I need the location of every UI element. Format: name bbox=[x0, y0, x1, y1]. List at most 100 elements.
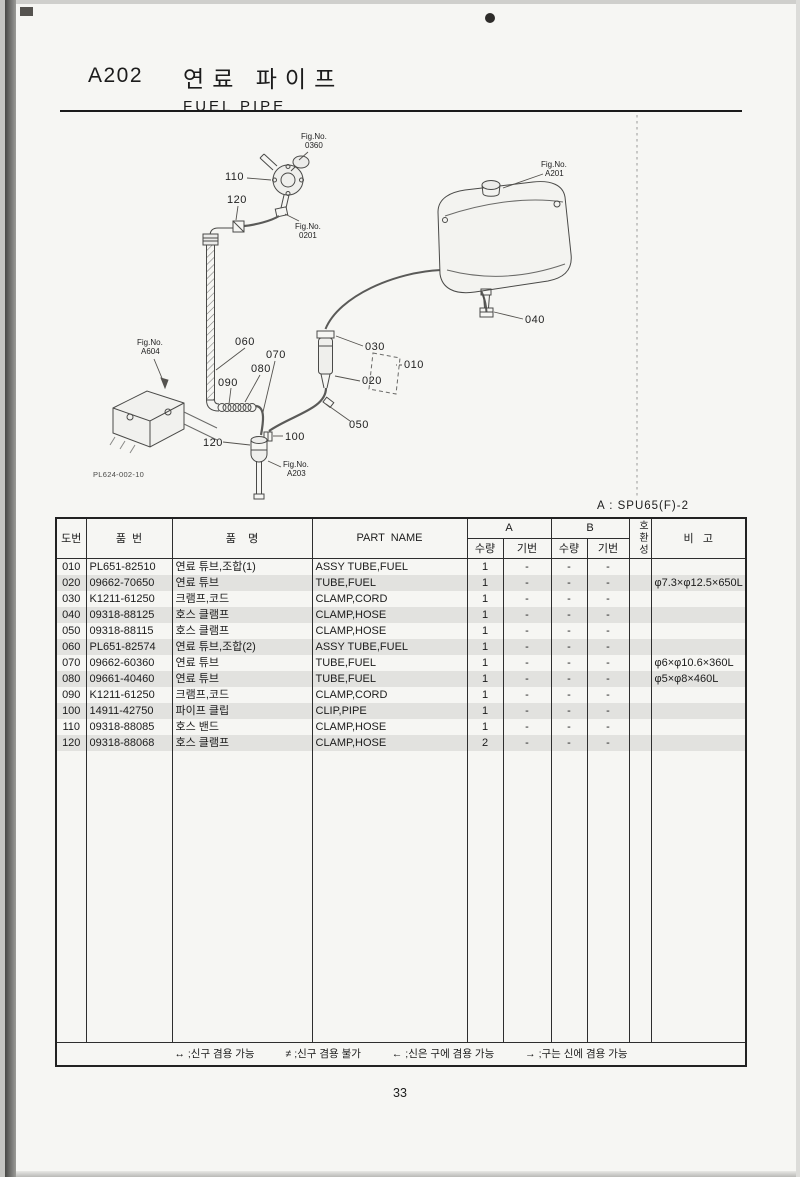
cell-b_serial: - bbox=[586, 558, 630, 575]
scan-edge-right bbox=[796, 0, 800, 1177]
cell-a_serial: - bbox=[502, 590, 552, 607]
cell-compat bbox=[628, 606, 652, 623]
legend-item-old-to-new: → ;구는 신에 겸용 가능 bbox=[525, 1048, 628, 1060]
cell-no: 100 bbox=[55, 702, 87, 719]
cell-part_name: ASSY TUBE,FUEL bbox=[311, 638, 468, 655]
header-rule bbox=[60, 110, 742, 112]
cell-remark bbox=[650, 718, 747, 735]
cell-a_qty: 1 bbox=[466, 702, 504, 719]
page-header: A202 연료 파이프 FUEL PIPE bbox=[88, 60, 343, 115]
cell-compat bbox=[628, 734, 652, 751]
legend-item-neither: ≠ ;신구 겸용 불가 bbox=[285, 1048, 361, 1060]
cell-no: 070 bbox=[55, 654, 87, 671]
cell-no: 010 bbox=[55, 558, 87, 575]
col-header-compat-text: 호환성 bbox=[636, 520, 648, 557]
cell-no: 120 bbox=[55, 734, 87, 751]
cell-b_qty: - bbox=[550, 638, 588, 655]
cell-a_qty: 1 bbox=[466, 686, 504, 703]
filler-cell bbox=[502, 750, 552, 1043]
cell-no: 110 bbox=[55, 718, 87, 735]
col-header-qty-b: 수량 bbox=[550, 537, 588, 559]
col-header-group-b: B bbox=[550, 517, 630, 539]
cell-name_kr: 연료 튜브 bbox=[171, 654, 313, 671]
cell-a_serial: - bbox=[502, 606, 552, 623]
cell-no: 040 bbox=[55, 606, 87, 623]
col-header-serial-a: 기번 bbox=[502, 537, 552, 559]
filler-cell bbox=[550, 750, 588, 1043]
legend-cell: ↔ ;신구 겸용 가능 ≠ ;신구 겸용 불가 ← ;신은 구에 겸용 가능 →… bbox=[55, 1042, 747, 1066]
cell-a_qty: 1 bbox=[466, 606, 504, 623]
scan-band-left bbox=[5, 0, 16, 1177]
cell-b_serial: - bbox=[586, 734, 630, 751]
cell-compat bbox=[628, 590, 652, 607]
figref-a203-label: Fig.No. bbox=[283, 460, 309, 469]
cell-a_serial: - bbox=[502, 638, 552, 655]
cell-remark: φ6×φ10.6×360L bbox=[650, 654, 747, 671]
callout-080: 080 bbox=[251, 363, 271, 375]
scan-edge-bottom bbox=[0, 1171, 800, 1177]
cell-name_kr: 호스 클램프 bbox=[171, 734, 313, 751]
cell-name_kr: 파이프 클립 bbox=[171, 702, 313, 719]
cell-b_qty: - bbox=[550, 622, 588, 639]
callout-100: 100 bbox=[285, 431, 305, 443]
table-filler-row bbox=[55, 750, 747, 1043]
cell-b_qty: - bbox=[550, 670, 588, 687]
figref-a201-label: Fig.No. bbox=[541, 160, 567, 169]
figref-0360-value: 0360 bbox=[305, 141, 323, 150]
cell-name_kr: 호스 밴드 bbox=[171, 718, 313, 735]
cell-name_kr: 크램프,코드 bbox=[171, 590, 313, 607]
cell-no: 060 bbox=[55, 638, 87, 655]
col-header-part-name: PART NAME bbox=[311, 517, 468, 559]
cell-b_serial: - bbox=[586, 670, 630, 687]
cell-b_serial: - bbox=[586, 718, 630, 735]
title-block: 연료 파이프 FUEL PIPE bbox=[183, 60, 343, 115]
cell-a_serial: - bbox=[502, 558, 552, 575]
cell-part_name: ASSY TUBE,FUEL bbox=[311, 558, 468, 575]
col-header-name-kr: 품 명 bbox=[171, 517, 313, 559]
cell-no: 090 bbox=[55, 686, 87, 703]
cell-a_serial: - bbox=[502, 622, 552, 639]
cell-a_serial: - bbox=[502, 718, 552, 735]
cell-b_serial: - bbox=[586, 702, 630, 719]
cell-compat bbox=[628, 686, 652, 703]
cell-compat bbox=[628, 670, 652, 687]
cell-remark: φ5×φ8×460L bbox=[650, 670, 747, 687]
callout-120-top: 120 bbox=[227, 194, 247, 206]
cell-a_qty: 1 bbox=[466, 654, 504, 671]
figref-a604: Fig.No.A604 bbox=[137, 338, 163, 356]
filler-cell bbox=[171, 750, 313, 1043]
cell-a_qty: 1 bbox=[466, 558, 504, 575]
diagram-drawing bbox=[109, 115, 638, 500]
cell-part_name: CLIP,PIPE bbox=[311, 702, 468, 719]
cell-remark bbox=[650, 558, 747, 575]
col-header-no: 도번 bbox=[55, 517, 87, 559]
cell-a_serial: - bbox=[502, 670, 552, 687]
cell-part_no: 09318-88068 bbox=[85, 734, 173, 751]
col-header-group-a: A bbox=[466, 517, 552, 539]
col-header-remark: 비 고 bbox=[650, 517, 747, 559]
cell-part_no: 09662-60360 bbox=[85, 654, 173, 671]
figref-0201-label: Fig.No. bbox=[295, 222, 321, 231]
cell-remark bbox=[650, 622, 747, 639]
parts-table-header: 도번 품 번 품 명 PART NAME A B 호환성 비 고 수량 기번 수… bbox=[55, 517, 747, 559]
cell-a_qty: 1 bbox=[466, 574, 504, 591]
legend-row: ↔ ;신구 겸용 가능 ≠ ;신구 겸용 불가 ← ;신은 구에 겸용 가능 →… bbox=[55, 1042, 747, 1066]
filler-cell bbox=[650, 750, 747, 1043]
figref-0360: Fig.No.0360 bbox=[301, 132, 327, 150]
figref-a604-label: Fig.No. bbox=[137, 338, 163, 347]
cell-a_qty: 1 bbox=[466, 590, 504, 607]
cell-b_qty: - bbox=[550, 654, 588, 671]
cell-compat bbox=[628, 558, 652, 575]
cell-name_kr: 연료 튜브 bbox=[171, 670, 313, 687]
callout-030: 030 bbox=[365, 341, 385, 353]
cell-name_kr: 크램프,코드 bbox=[171, 686, 313, 703]
figref-a201: Fig.No.A201 bbox=[541, 160, 567, 178]
